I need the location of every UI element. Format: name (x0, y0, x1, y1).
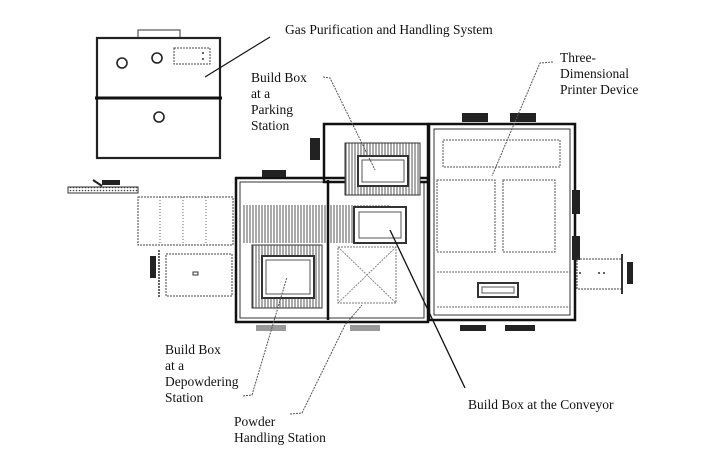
label-conveyor-build-box: Build Box at the Conveyor (468, 397, 614, 412)
label-gas-purification-system: Gas Purification and Handling System (285, 22, 493, 37)
parking-station-build-box (344, 142, 421, 196)
leader-depowdering (242, 276, 288, 397)
label-printer-device: Three- Dimensional Printer Device (560, 50, 639, 97)
leader-parking (322, 76, 376, 171)
gas-purification-unit (95, 29, 222, 160)
base-feet (256, 325, 535, 331)
label-powder-handling-station: Powder Handling Station (234, 414, 326, 445)
display-panel (173, 47, 211, 65)
right-conveyor-extension (576, 254, 633, 294)
leader-printer (491, 61, 554, 177)
leader-conveyor (389, 229, 466, 389)
label-parking-station: Build Box at a Parking Station (251, 70, 307, 133)
leader-gas-system (204, 36, 271, 78)
leader-powder-handling (289, 304, 363, 415)
port-icon (153, 111, 165, 123)
port-icon (151, 52, 163, 64)
depowdering-station-build-box (251, 244, 323, 309)
left-conveyor-extension (67, 179, 234, 298)
powder-handling-station (337, 246, 397, 304)
printer-device (427, 113, 580, 322)
label-depowdering-station: Build Box at a Depowdering Station (165, 342, 239, 405)
port-icon (116, 57, 128, 69)
conveyor-build-box (353, 206, 407, 244)
